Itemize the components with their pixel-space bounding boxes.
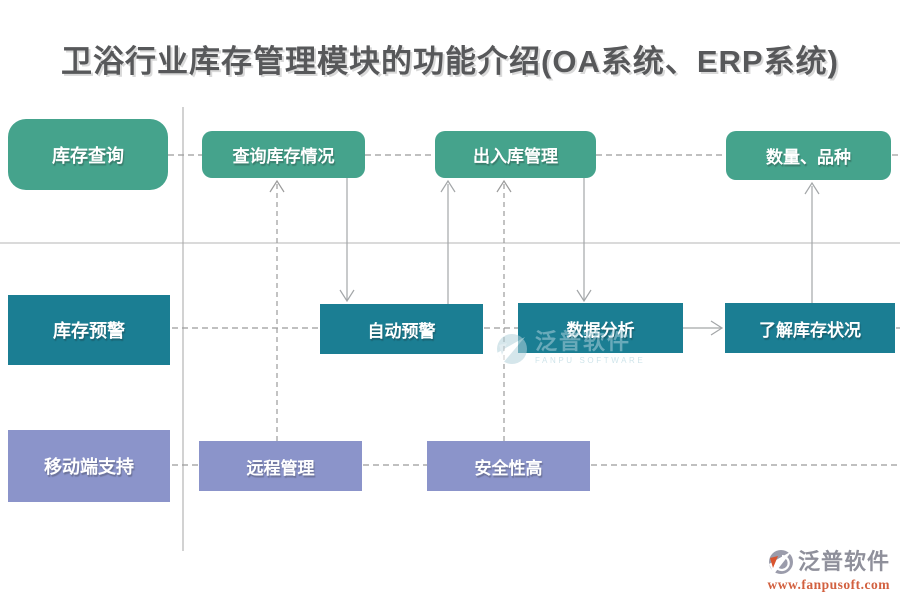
box-quantity-variety: 数量、品种: [726, 131, 891, 180]
box-in-out-warehouse: 出入库管理: [435, 131, 596, 178]
box-know-inventory-status: 了解库存状况: [725, 303, 895, 353]
footer-brand: 泛普软件 www.fanpusoft.com: [767, 548, 890, 593]
arrowhead-up-icon: [804, 181, 820, 195]
box-high-security: 安全性高: [427, 441, 590, 491]
box-query-stock-status: 查询库存情况: [202, 131, 365, 178]
solid-arrows: [339, 178, 820, 336]
page-title: 卫浴行业库存管理模块的功能介绍(OA系统、ERP系统): [61, 44, 839, 79]
box-remote-management: 远程管理: [199, 441, 362, 491]
box-mobile-support: 移动端支持: [8, 430, 170, 502]
box-inventory-query: 库存查询: [8, 119, 168, 190]
arrowhead-up-icon: [440, 179, 456, 193]
arrowhead-up-icon: [269, 179, 285, 193]
row-guide-dashes: [168, 154, 900, 466]
arrowhead-up-icon: [496, 179, 512, 193]
arrowhead-right-icon: [710, 320, 724, 336]
fanpu-logo-icon: [768, 550, 793, 574]
box-inventory-alert: 库存预警: [8, 295, 170, 365]
dashed-arrows: [269, 179, 512, 441]
box-auto-alert: 自动预警: [320, 304, 483, 354]
arrowhead-down-icon: [576, 289, 592, 303]
box-data-analysis: 数据分析: [518, 303, 683, 353]
footer-url: www.fanpusoft.com: [767, 577, 890, 592]
footer-brand-text: 泛普软件: [797, 548, 890, 574]
arrowhead-down-icon: [339, 289, 355, 303]
